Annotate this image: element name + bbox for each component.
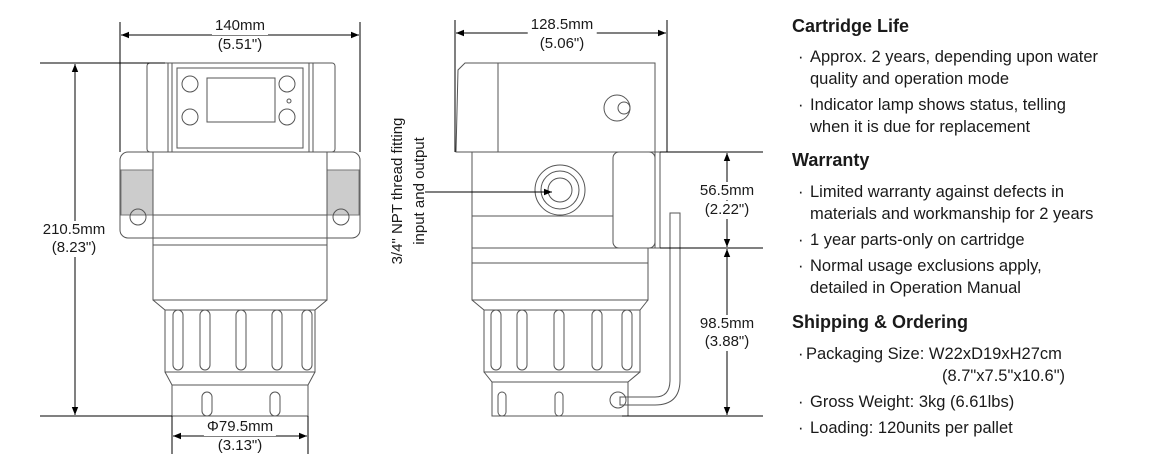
list-item: ·1 year parts-only on cartridge — [798, 231, 1025, 249]
list-item: ·Normal usage exclusions apply,detailed … — [798, 257, 1042, 297]
height-mm-label: 210.5mm — [39, 221, 109, 239]
list-item: ·Packaging Size: W22xD19xH27cm(8.7"x7.5"… — [798, 345, 1066, 385]
cartridge-life-heading: Cartridge Life — [792, 16, 910, 36]
list-item: ·Loading: 120units per pallet — [798, 419, 1013, 437]
diameter-in-label: (3.13") — [214, 437, 266, 455]
front-dimension-lines — [40, 22, 361, 454]
lower-in-label: (3.88") — [701, 333, 753, 351]
lower-mm-label: 98.5mm — [696, 315, 758, 333]
list-item: ·Gross Weight: 3kg (6.61lbs) — [798, 393, 1015, 411]
width-mm-label: 140mm — [211, 17, 269, 35]
fitting-label-line1: 3/4" NPT thread fitting — [389, 117, 406, 265]
front-view — [119, 62, 361, 417]
shipping-heading: Shipping & Ordering — [792, 312, 968, 332]
diameter-mm-label: Φ79.5mm — [203, 418, 277, 436]
warranty-heading: Warranty — [792, 150, 870, 170]
side-view — [455, 62, 681, 417]
upper-in-label: (2.22") — [701, 201, 753, 219]
depth-in-label: (5.06") — [536, 35, 588, 53]
fitting-label-line2: input and output — [411, 137, 428, 245]
depth-mm-label: 128.5mm — [527, 16, 597, 34]
upper-mm-label: 56.5mm — [696, 182, 758, 200]
height-in-label: (8.23") — [48, 239, 100, 257]
width-in-label: (5.51") — [214, 36, 266, 54]
